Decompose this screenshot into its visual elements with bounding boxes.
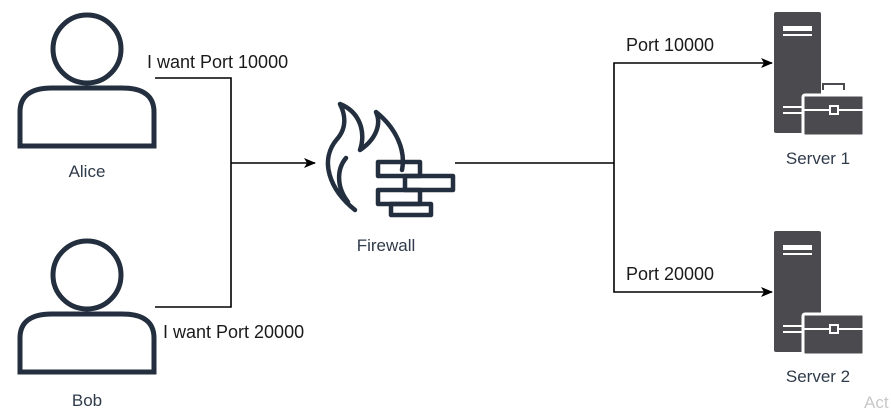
bob-request-label: I want Port 20000 <box>163 322 305 342</box>
server1-port-label: Port 10000 <box>626 35 715 55</box>
firewall-label: Firewall <box>356 236 416 255</box>
server2-server-icon <box>774 231 866 357</box>
edge-alice-to-firewall <box>155 77 232 163</box>
activation-watermark: Act <box>864 393 889 412</box>
server1-label: Server 1 <box>785 149 851 168</box>
alice-user-icon <box>17 12 157 149</box>
server2-port-label: Port 20000 <box>626 264 715 284</box>
alice-label: Alice <box>68 162 106 181</box>
edge-to-server2 <box>613 163 773 297</box>
edge-to-server1 <box>613 58 773 163</box>
server2-label: Server 2 <box>785 367 851 386</box>
alice-request-label: I want Port 10000 <box>147 52 289 72</box>
firewall-icon <box>325 101 456 218</box>
bob-user-icon <box>17 238 157 375</box>
edge-bob-to-firewall <box>155 163 232 308</box>
server1-server-icon <box>774 12 866 138</box>
bob-label: Bob <box>71 391 103 410</box>
connectors <box>155 58 773 308</box>
